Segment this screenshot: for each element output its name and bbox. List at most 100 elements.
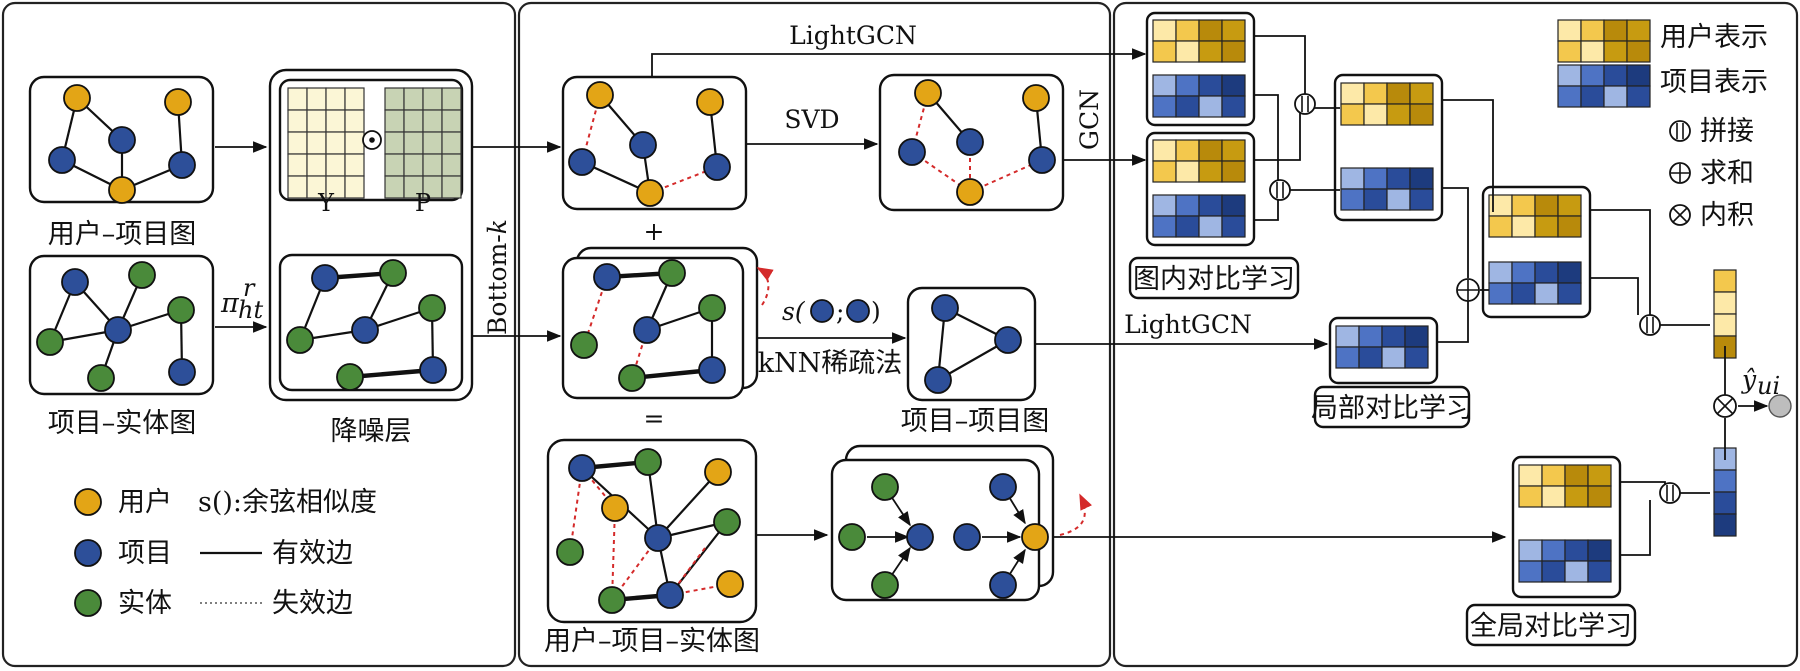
knn-label: kNN稀疏法 [758,348,903,379]
matrix-cell [325,87,346,111]
legend-inner-product: 内积 [1700,200,1754,231]
svg-text:s(: s( [782,297,806,326]
svg-text:ŷ: ŷ [1741,365,1757,394]
matrix-cell [306,109,327,133]
matrix-cell [287,131,308,155]
representation-cell [1152,95,1177,118]
denoised-item-entity-graph [561,246,774,400]
representation-cell [1175,95,1200,118]
svg-text:π: π [220,288,240,319]
representation-cell [1603,40,1628,63]
sum-icon [1456,278,1480,302]
matrix-cell [306,131,327,155]
matrix-cell [384,131,405,155]
user-representation [1152,19,1246,63]
representation-cell [1488,215,1513,238]
right-legend: 用户表示 项目表示 拼接 求和 内积 [1557,19,1768,231]
svg-text:r: r [243,274,256,302]
representation-cell [1587,539,1612,562]
matrix-cell [344,175,365,199]
representation-cell [1386,188,1411,211]
concat-block [1333,73,1444,222]
matrix-p-label: P [415,189,431,217]
legend-item-icon [74,539,102,567]
bottom-k-label: Bottom-k [483,219,512,335]
matrix-cell [344,131,365,155]
representation-cell [1587,464,1612,487]
representation-cell [1358,325,1383,348]
global-cl-label: 全局对比学习 [1470,611,1632,642]
matrix-cell [384,175,405,199]
matrix-cell [306,87,327,111]
denoised-user-item-graph [561,75,748,211]
svd-label: SVD [784,105,839,134]
representation-cell [1363,188,1388,211]
representation-cell [1409,82,1434,105]
final-block [1481,185,1592,319]
left-legend: 用户 s():余弦相似度 项目 有效边 实体 失效边 [74,487,377,619]
svg-text:;: ; [836,297,844,326]
lightgcn-top-path [651,48,1147,77]
directed-aggregation-graph [830,444,1092,602]
svg-text:ui: ui [1757,372,1780,400]
legend-user-icon [74,488,102,516]
item-entity-graph-label: 项目–实体图 [48,408,197,439]
representation-cell [1603,85,1628,108]
similarity-label: s( ; ) [782,297,881,326]
representation-cell [1152,40,1177,63]
matrix-y [287,87,365,199]
plus-sign: + [644,217,665,246]
item-representation [1488,261,1582,305]
matrix-cell [384,109,405,133]
y-hat-label: ŷ ui [1741,365,1780,400]
vector-cell [1713,269,1737,293]
inner-product-icon [1713,394,1737,418]
representation-cell [1175,215,1200,238]
representation-cell [1564,539,1589,562]
representation-cell [1511,194,1536,217]
global-block [1511,455,1622,599]
representation-cell [1340,167,1365,190]
representation-cell [1175,194,1200,217]
representation-cell [1580,19,1605,42]
legend-entity: 实体 [118,588,172,619]
representation-cell [1541,485,1566,508]
representation-cell [1557,64,1582,87]
representation-cell [1557,215,1582,238]
representation-cell [1564,464,1589,487]
matrix-cell [287,153,308,177]
matrix-cell [287,175,308,199]
representation-cell [1221,19,1246,42]
representation-cell [1541,539,1566,562]
intra-top-block [1145,11,1256,127]
representation-cell [1386,167,1411,190]
representation-cell [1152,74,1177,97]
user-item-graph-label: 用户–项目图 [48,219,197,250]
representation-cell [1221,40,1246,63]
legend-sum: 求和 [1700,158,1754,189]
representation-cell [1557,194,1582,217]
matrix-cell [403,109,424,133]
representation-cell [1511,261,1536,284]
item-representation [1152,194,1246,238]
matrix-p [384,87,462,199]
legend-invalid-edge: 失效边 [272,588,353,619]
matrix-cell [403,153,424,177]
vector-cell [1713,491,1737,515]
representation-cell [1587,485,1612,508]
representation-cell [1564,560,1589,583]
user-representation [1518,464,1612,508]
matrix-cell [441,87,462,111]
representation-cell [1564,485,1589,508]
right-panel [1112,1,1799,668]
representation-cell [1175,40,1200,63]
representation-cell [1221,95,1246,118]
representation-cell [1175,19,1200,42]
intra-bottom-block [1145,131,1256,247]
item-representation [1152,74,1246,118]
representation-cell [1603,19,1628,42]
representation-cell [1626,19,1651,42]
user-vector [1713,269,1737,359]
representation-cell [1386,82,1411,105]
representation-cell [1557,282,1582,305]
